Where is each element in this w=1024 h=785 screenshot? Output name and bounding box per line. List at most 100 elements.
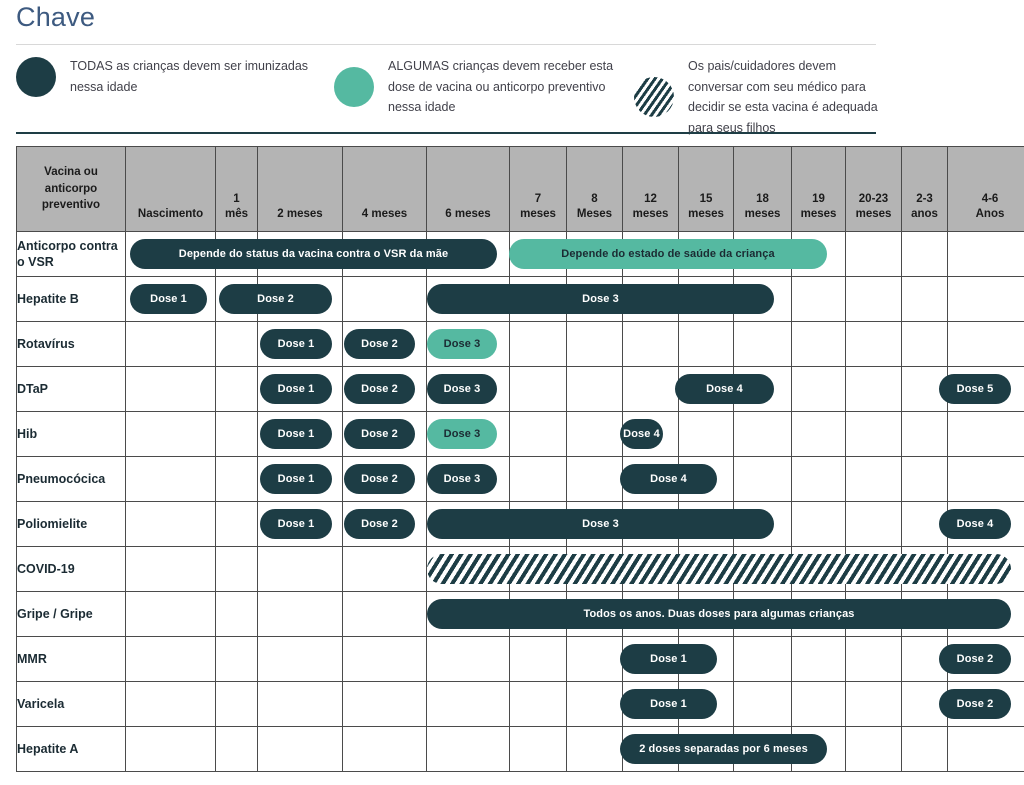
dose-band[interactable]: Dose 3 (427, 419, 497, 449)
schedule-cell (215, 681, 258, 727)
dose-band[interactable]: Dose 1 (260, 329, 332, 359)
dose-band[interactable]: Dose 1 (260, 374, 332, 404)
column-header-age-2: 2 meses (257, 146, 343, 232)
legend-item-label: Os pais/cuidadores devem conversar com s… (688, 59, 878, 135)
schedule-cell (845, 411, 902, 457)
schedule-cell (125, 726, 216, 772)
schedule-cell (791, 321, 846, 367)
column-header-number: 12 (644, 192, 657, 205)
dose-band[interactable]: Dose 1 (260, 509, 332, 539)
dose-band[interactable]: Dose 1 (130, 284, 207, 314)
schedule-cell (566, 321, 623, 367)
dose-band[interactable]: Dose 3 (427, 464, 497, 494)
row-label-vaccine: Rotavírus (16, 321, 126, 367)
dose-band[interactable]: 2 doses separadas por 6 meses (620, 734, 827, 764)
schedule-cell (845, 681, 902, 727)
dose-band[interactable]: Depende do status da vacina contra o VSR… (130, 239, 497, 269)
dose-band[interactable]: Dose 2 (939, 689, 1011, 719)
schedule-cell (257, 591, 343, 637)
dose-band[interactable]: Dose 2 (344, 419, 415, 449)
schedule-cell (566, 411, 623, 457)
schedule-cell (845, 231, 902, 277)
schedule-cell (733, 636, 792, 682)
dose-band[interactable]: Dose 2 (344, 374, 415, 404)
dose-band[interactable]: Depende do estado de saúde da criança (509, 239, 827, 269)
row-label-vaccine: MMR (16, 636, 126, 682)
table-row: DTaP (16, 366, 1024, 412)
dose-band[interactable]: Dose 1 (620, 689, 717, 719)
row-label-vaccine: Gripe / Gripe (16, 591, 126, 637)
dose-band[interactable]: Dose 3 (427, 374, 497, 404)
schedule-cell (901, 231, 948, 277)
schedule-cell (845, 366, 902, 412)
schedule-cell (947, 411, 1024, 457)
dose-band[interactable]: Dose 5 (939, 374, 1011, 404)
schedule-cell (622, 321, 679, 367)
dose-band[interactable]: Dose 4 (620, 464, 717, 494)
dose-band[interactable]: Dose 3 (427, 509, 774, 539)
schedule-cell (733, 321, 792, 367)
dose-band[interactable]: Dose 2 (344, 329, 415, 359)
schedule-cell (215, 321, 258, 367)
column-header-number: 2-3 (916, 192, 933, 205)
column-header-unit: meses (744, 208, 781, 221)
column-header-unit: meses (520, 208, 556, 221)
schedule-cell (791, 456, 846, 502)
schedule-cell (733, 681, 792, 727)
filled-circle-teal-icon (334, 66, 374, 107)
legend-item-label: ALGUMAS crianças devem receber esta dose… (388, 59, 614, 115)
dose-band[interactable]: Dose 4 (675, 374, 774, 404)
page-title: Chave (16, 2, 96, 32)
schedule-cell (257, 546, 343, 592)
column-header-unit: meses (688, 208, 724, 221)
table-row: Hepatite A (16, 726, 1024, 772)
table-row: Varicela (16, 681, 1024, 727)
filled-circle-dark-icon (16, 56, 56, 97)
dose-band[interactable]: Dose 4 (939, 509, 1011, 539)
dose-band[interactable]: Todos os anos. Duas doses para algumas c… (427, 599, 1011, 629)
legend: TODAS as crianças devem ser imunizadas n… (16, 56, 880, 135)
schedule-cell (566, 726, 623, 772)
schedule-cell (678, 321, 734, 367)
schedule-cell (215, 411, 258, 457)
row-label-vaccine: Hib (16, 411, 126, 457)
dose-band-hatched[interactable] (427, 554, 1011, 584)
schedule-cell (342, 636, 427, 682)
schedule-cell (257, 681, 343, 727)
dose-band[interactable]: Dose 2 (219, 284, 332, 314)
schedule-cell (947, 726, 1024, 772)
schedule-cell (678, 411, 734, 457)
schedule-cell (215, 501, 258, 547)
dose-band[interactable]: Dose 1 (260, 464, 332, 494)
table-row: Rotavírus (16, 321, 1024, 367)
schedule-cell (215, 636, 258, 682)
dose-band[interactable]: Dose 1 (260, 419, 332, 449)
dose-band[interactable]: Dose 3 (427, 329, 497, 359)
column-header-unit: 2 meses (277, 208, 323, 221)
schedule-cell (215, 366, 258, 412)
dose-band[interactable]: Dose 2 (939, 644, 1011, 674)
schedule-cell (509, 636, 567, 682)
schedule-cell (791, 636, 846, 682)
dose-band[interactable]: Dose 3 (427, 284, 774, 314)
row-label-vaccine: Poliomielite (16, 501, 126, 547)
dose-band[interactable]: Dose 1 (620, 644, 717, 674)
column-header-vaccine: Vacina ou anticorpo preventivo (16, 146, 126, 232)
column-header-number: 8 (591, 192, 598, 205)
schedule-cell (947, 321, 1024, 367)
schedule-cell (566, 366, 623, 412)
dose-band-layer: Depende do status da vacina contra o VSR… (16, 146, 1017, 782)
dose-band[interactable]: Dose 4 (620, 419, 663, 449)
dose-band[interactable]: Dose 2 (344, 464, 415, 494)
dose-band[interactable]: Dose 2 (344, 509, 415, 539)
